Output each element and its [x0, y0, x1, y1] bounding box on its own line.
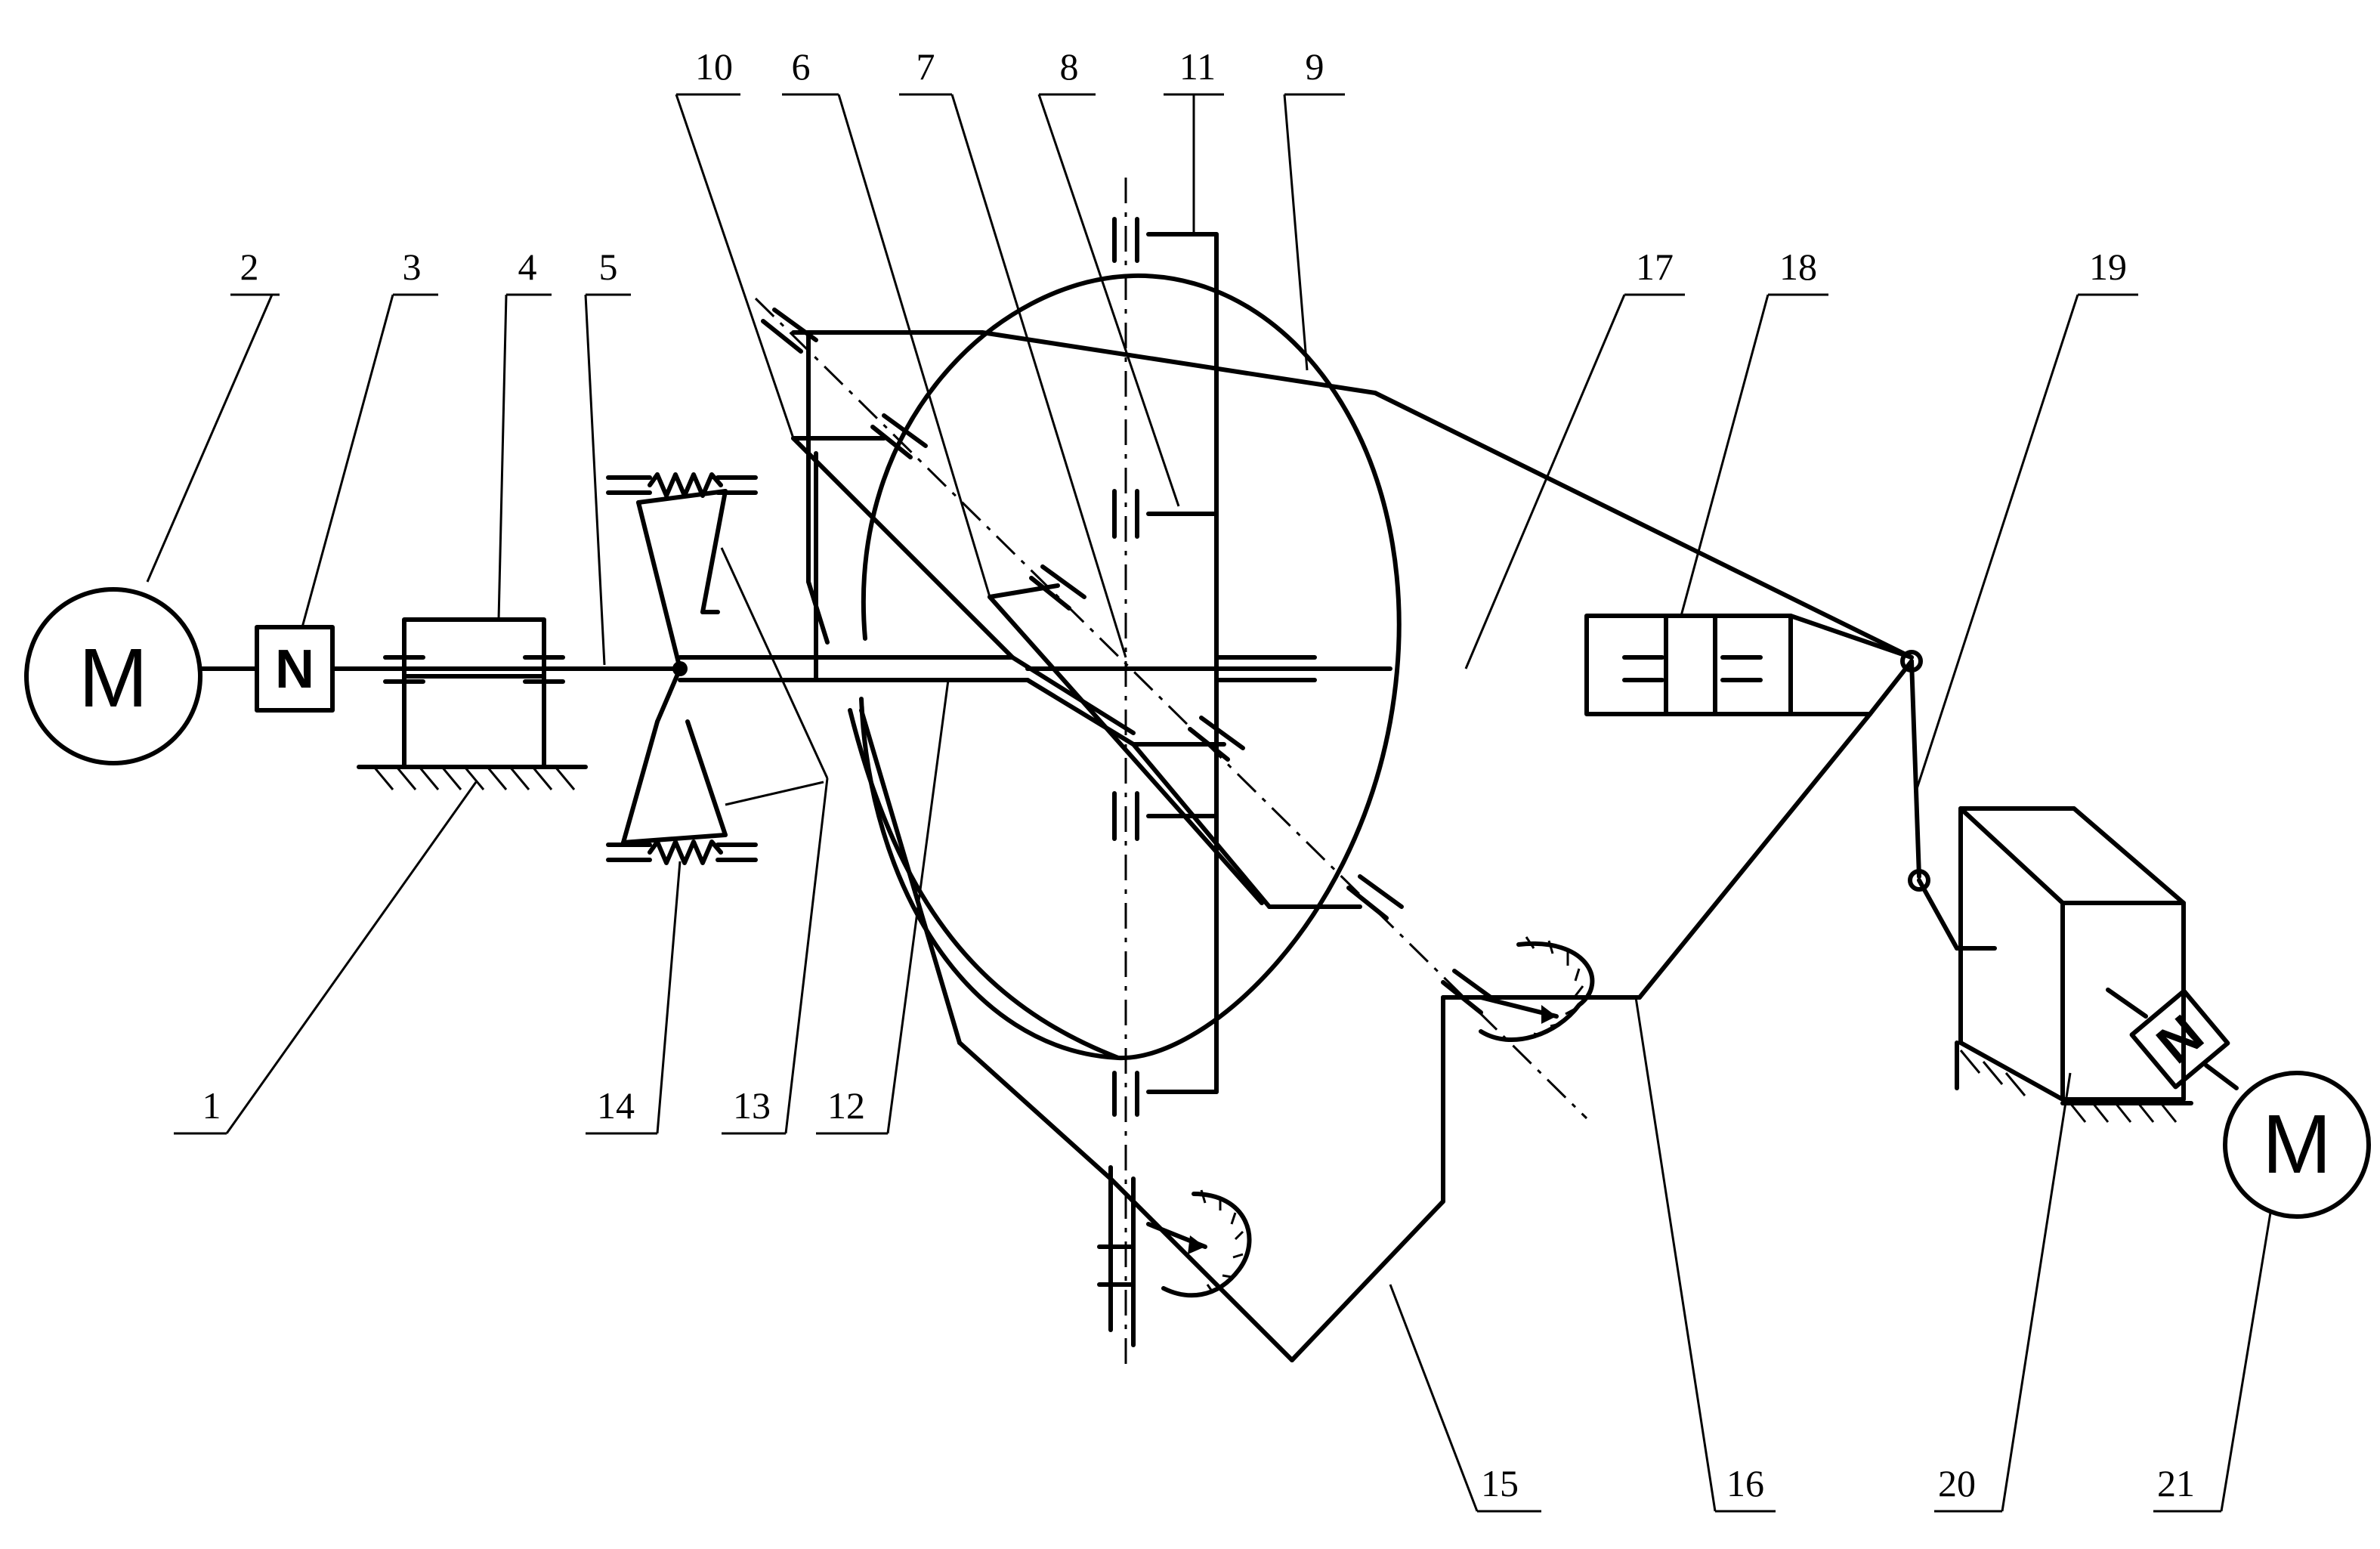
spring-upper: [606, 472, 758, 498]
coupling-left-symbol: N: [275, 639, 314, 700]
label-15: 15: [1481, 1462, 1519, 1504]
bearing-housing: [383, 617, 565, 769]
spring-lower: [606, 839, 758, 865]
inclined-axis: [754, 297, 1588, 1120]
label-11: 11: [1179, 45, 1216, 88]
label-12: 12: [827, 1084, 865, 1127]
motor-left-symbol: M: [79, 632, 148, 725]
disc-ellipse: [848, 232, 1402, 1094]
label-5: 5: [599, 246, 618, 288]
lower-frame-16: [1214, 712, 1872, 1362]
spring-linkage: [621, 489, 829, 845]
callouts: 2 3 4 5 10 6 7 8 11 9 17 18 19 1 14 13: [146, 45, 2272, 1513]
label-10: 10: [695, 45, 733, 88]
dial-upper: [1479, 936, 1595, 1043]
label-18: 18: [1779, 246, 1817, 288]
label-14: 14: [597, 1084, 635, 1127]
label-8: 8: [1060, 45, 1079, 88]
label-13: 13: [733, 1084, 771, 1127]
label-1: 1: [202, 1084, 221, 1127]
label-20: 20: [1938, 1462, 1976, 1504]
ground-base: [357, 765, 588, 790]
lever-19: [1868, 650, 1997, 951]
motor-right-symbol: M: [2262, 1098, 2332, 1191]
label-19: 19: [2089, 246, 2127, 288]
label-2: 2: [240, 246, 259, 288]
label-6: 6: [792, 45, 811, 88]
dial-lower: [859, 708, 1252, 1347]
motor-left: M: [24, 587, 202, 765]
vertical-bearings: [1112, 217, 1139, 1117]
label-9: 9: [1306, 45, 1324, 88]
motor-right: M: [2223, 1071, 2371, 1219]
label-4: 4: [518, 246, 537, 288]
coupling-left: N: [255, 625, 335, 713]
bearing-block-18: [1584, 614, 1793, 716]
work-table: [1955, 806, 2193, 1123]
label-17: 17: [1636, 246, 1674, 288]
label-21: 21: [2157, 1462, 2195, 1504]
inclined-bearings: [761, 308, 1498, 1015]
label-16: 16: [1726, 1462, 1764, 1504]
label-3: 3: [403, 246, 422, 288]
label-7: 7: [916, 45, 935, 88]
coupling-right: N: [2129, 988, 2230, 1090]
